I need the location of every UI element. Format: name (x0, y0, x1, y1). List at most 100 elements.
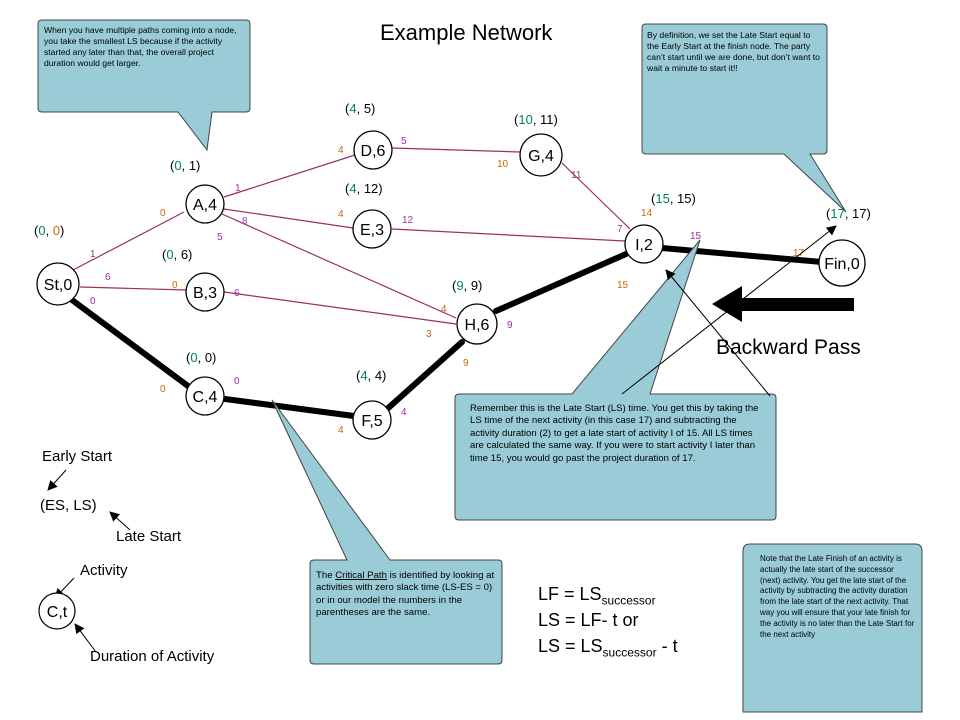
callout-top-left-shape (37, 19, 251, 152)
svg-text:9: 9 (507, 320, 513, 331)
legend-es-ls: (ES, LS) (40, 497, 97, 514)
svg-text:4: 4 (338, 209, 344, 220)
node-b: B,3 (185, 272, 225, 312)
edge-g-i (561, 162, 631, 230)
critical-edge-h-i (493, 251, 629, 314)
edge-st-b (79, 286, 187, 291)
callout-arrows (621, 225, 837, 397)
formula-ls-2: LS = LSsuccessor - t (538, 636, 678, 660)
times-f: (4, 4) (356, 368, 386, 383)
svg-text:0: 0 (90, 296, 96, 307)
svg-text:17: 17 (793, 248, 805, 259)
svg-text:14: 14 (641, 208, 653, 219)
svg-text:G,4: G,4 (528, 148, 554, 165)
svg-text:0: 0 (160, 208, 166, 219)
times-h: (9, 9) (452, 278, 482, 293)
svg-text:3: 3 (426, 329, 432, 340)
critical-edge-i-fin (659, 245, 825, 265)
page-title: Example Network (380, 20, 553, 45)
svg-text:4: 4 (338, 145, 344, 156)
times-d: (4, 5) (345, 101, 375, 116)
callout-shapes (37, 19, 923, 713)
times-e: (4, 12) (345, 181, 383, 196)
edge-e-i (391, 228, 626, 242)
edge-numbers: 1 6 0 0 0 1 8 5 6 0 0 4 5 4 12 4 4 10 11… (90, 136, 805, 436)
svg-text:1: 1 (90, 249, 96, 260)
edges (72, 147, 631, 325)
callout-critical-text: The Critical Path is identified by looki… (316, 570, 495, 619)
node-g: G,4 (519, 133, 563, 177)
callout-critical-shape (271, 399, 503, 665)
node-i: I,2 (624, 224, 664, 264)
edge-a-d (223, 154, 356, 198)
callout-top-right-shape (641, 23, 847, 213)
svg-text:8: 8 (242, 216, 248, 227)
svg-text:E,3: E,3 (360, 222, 384, 239)
node-d: D,6 (353, 130, 393, 170)
callout-middle-text: Remember this is the Late Start (LS) tim… (470, 403, 759, 464)
svg-text:0: 0 (172, 280, 178, 291)
svg-text:Fin,0: Fin,0 (824, 256, 860, 273)
svg-text:A,4: A,4 (193, 197, 217, 214)
middle-callout-arrow (665, 269, 771, 397)
svg-text:15: 15 (690, 231, 702, 242)
time-labels: (0, 0) (0, 1) (0, 6) (0, 0) (4, 5) (4, 1… (34, 101, 871, 383)
svg-text:C,t: C,t (47, 604, 68, 621)
times-a: (0, 1) (170, 158, 200, 173)
early-start-arrow (47, 469, 67, 491)
critical-edge-st-c (69, 297, 191, 389)
svg-text:5: 5 (401, 136, 407, 147)
svg-text:6: 6 (105, 272, 111, 283)
times-i: (15, 15) (651, 191, 696, 206)
edge-st-a (72, 211, 185, 271)
edge-a-e (223, 208, 354, 229)
duration-arrow (74, 623, 97, 653)
formula-lf: LF = LSsuccessor (538, 584, 656, 608)
svg-text:B,3: B,3 (193, 285, 217, 302)
svg-text:D,6: D,6 (361, 143, 386, 160)
legend-activity: Activity (80, 562, 128, 579)
edge-a-h (221, 213, 457, 319)
svg-text:10: 10 (497, 159, 509, 170)
node-e: E,3 (352, 209, 392, 249)
svg-text:0: 0 (160, 384, 166, 395)
times-st: (0, 0) (34, 223, 64, 238)
svg-text:7: 7 (617, 224, 623, 235)
node-f: F,5 (352, 400, 392, 440)
callout-top-right-text: By definition, we set the Late Start equ… (647, 30, 820, 73)
critical-path (69, 245, 825, 419)
node-st: St,0 (36, 262, 80, 306)
times-c: (0, 0) (186, 350, 216, 365)
svg-text:9: 9 (463, 358, 469, 369)
node-h: H,6 (456, 303, 498, 345)
svg-text:I,2: I,2 (635, 237, 653, 254)
svg-text:C,4: C,4 (193, 389, 218, 406)
legend-late-start: Late Start (116, 528, 182, 545)
svg-text:4: 4 (401, 407, 407, 418)
svg-text:F,5: F,5 (361, 413, 382, 430)
critical-edge-c-f (222, 396, 357, 419)
svg-text:0: 0 (234, 376, 240, 387)
critical-path-link: Critical Path (335, 570, 387, 581)
times-b: (0, 6) (162, 247, 192, 262)
legend-duration: Duration of Activity (90, 648, 215, 665)
node-fin: Fin,0 (818, 239, 866, 287)
svg-text:4: 4 (441, 304, 447, 315)
svg-text:15: 15 (617, 280, 629, 291)
legend-node: C,t (38, 592, 76, 630)
middle-callout-arrow-2 (621, 225, 837, 395)
node-c: C,4 (185, 376, 225, 416)
svg-text:St,0: St,0 (44, 277, 73, 294)
svg-text:6: 6 (234, 288, 240, 299)
late-start-arrow (109, 511, 131, 531)
svg-text:4: 4 (338, 425, 344, 436)
backward-pass-arrow (712, 286, 854, 322)
svg-text:1: 1 (235, 183, 241, 194)
times-g: (10, 11) (514, 112, 558, 127)
callout-bottom-right-text: Note that the Late Finish of an activity… (760, 554, 915, 639)
callout-middle-shape (454, 239, 777, 521)
svg-text:5: 5 (217, 232, 223, 243)
edge-d-g (391, 147, 521, 153)
callout-top-left-text: When you have multiple paths coming into… (44, 25, 237, 68)
